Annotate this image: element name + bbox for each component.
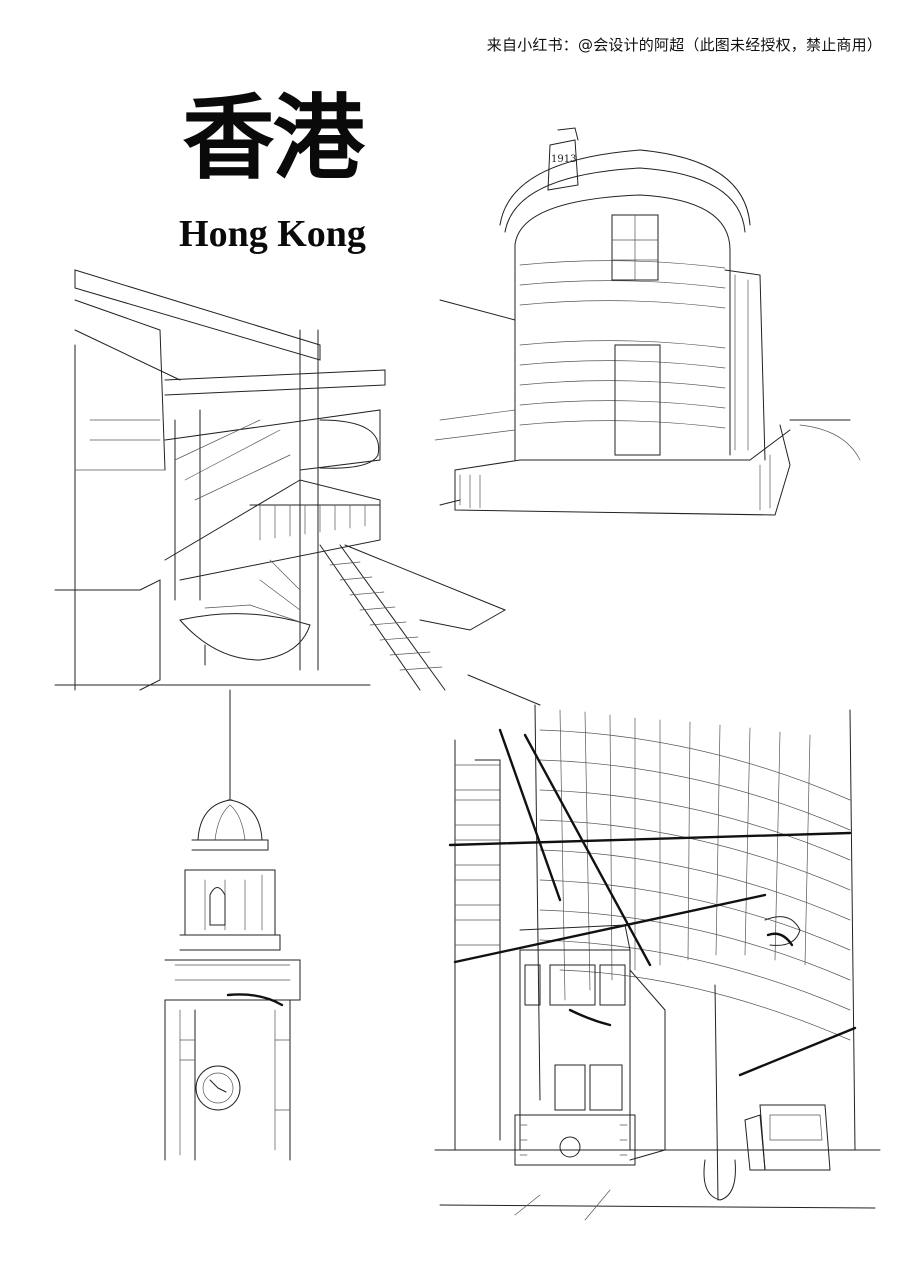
tram-street-sketch [434, 704, 881, 1221]
staircase-sketch [54, 269, 541, 706]
credit-text: 来自小红书：@会设计的阿超（此图未经授权，禁止商用） [486, 36, 882, 54]
round-building-sketch: 1913 [434, 127, 861, 516]
clock-tower-sketch [164, 689, 301, 1161]
title-english: Hong Kong [179, 213, 366, 255]
building-plaque: 1913 [551, 154, 576, 165]
title-chinese: 香港 [182, 84, 364, 192]
